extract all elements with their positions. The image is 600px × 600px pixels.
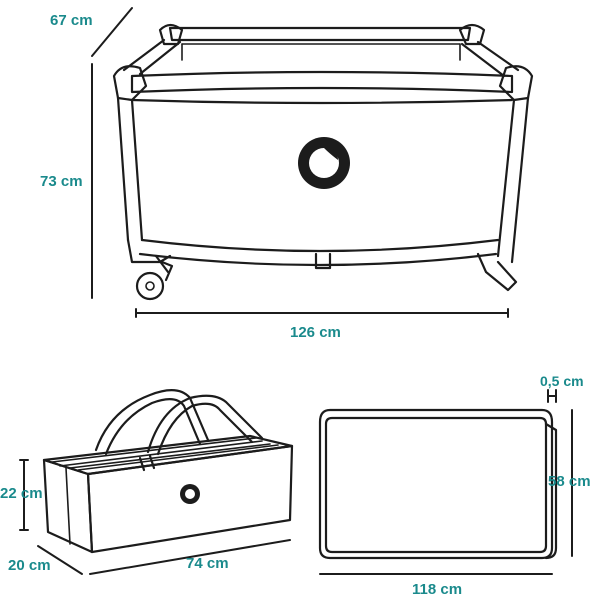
- mattress-length-label: 118 cm: [412, 581, 463, 598]
- bag-length-label: 74 cm: [186, 555, 229, 572]
- bag-height-label: 22 cm: [0, 485, 43, 502]
- bag-logo-icon: [180, 484, 200, 504]
- brand-logo-icon: [298, 137, 350, 189]
- travel-cot-drawing: [112, 23, 534, 301]
- bag-depth-label: 20 cm: [8, 557, 51, 574]
- carry-bag-drawing: [42, 389, 294, 554]
- crib-width-label: 126 cm: [290, 324, 341, 341]
- mattress-thickness-label: 0,5 cm: [540, 373, 584, 389]
- mattress-width-label: 58 cm: [548, 473, 591, 490]
- mattress-drawing: [318, 408, 558, 560]
- crib-depth-line: [91, 7, 133, 57]
- crib-depth-label: 67 cm: [50, 12, 93, 29]
- bag-length-line: [89, 539, 291, 575]
- bag-depth-line: [37, 545, 83, 575]
- crib-height-label: 73 cm: [40, 173, 83, 190]
